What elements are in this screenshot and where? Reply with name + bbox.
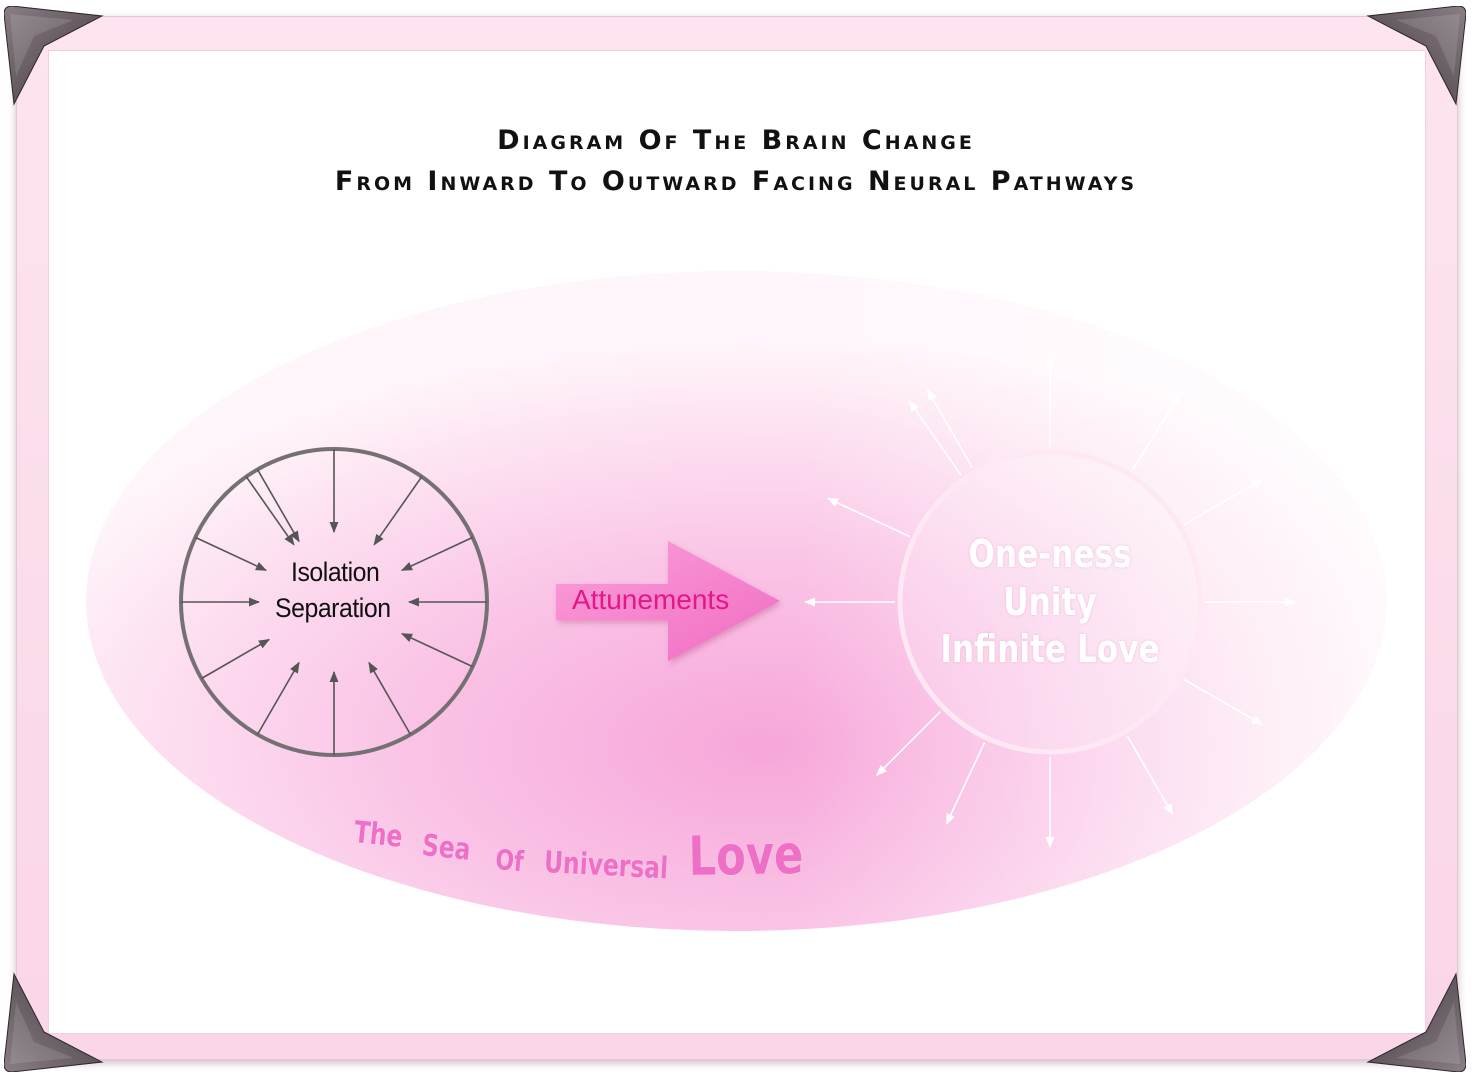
isolation-label: Isolation — [291, 557, 379, 588]
infinite-love-label: Infinite Love — [886, 627, 1214, 671]
oneness-label: One-ness — [886, 532, 1214, 576]
attunements-label: Attunements — [572, 584, 729, 616]
unity-label: Unity — [886, 580, 1214, 624]
sea-caption-universal: Universal — [543, 845, 669, 886]
separation-label: Separation — [275, 593, 391, 624]
sea-caption-of: Of — [494, 843, 525, 878]
sea-caption-sea: Sea — [420, 828, 472, 868]
sea-caption-love: Love — [688, 823, 804, 888]
sea-caption-the: The — [352, 815, 404, 855]
